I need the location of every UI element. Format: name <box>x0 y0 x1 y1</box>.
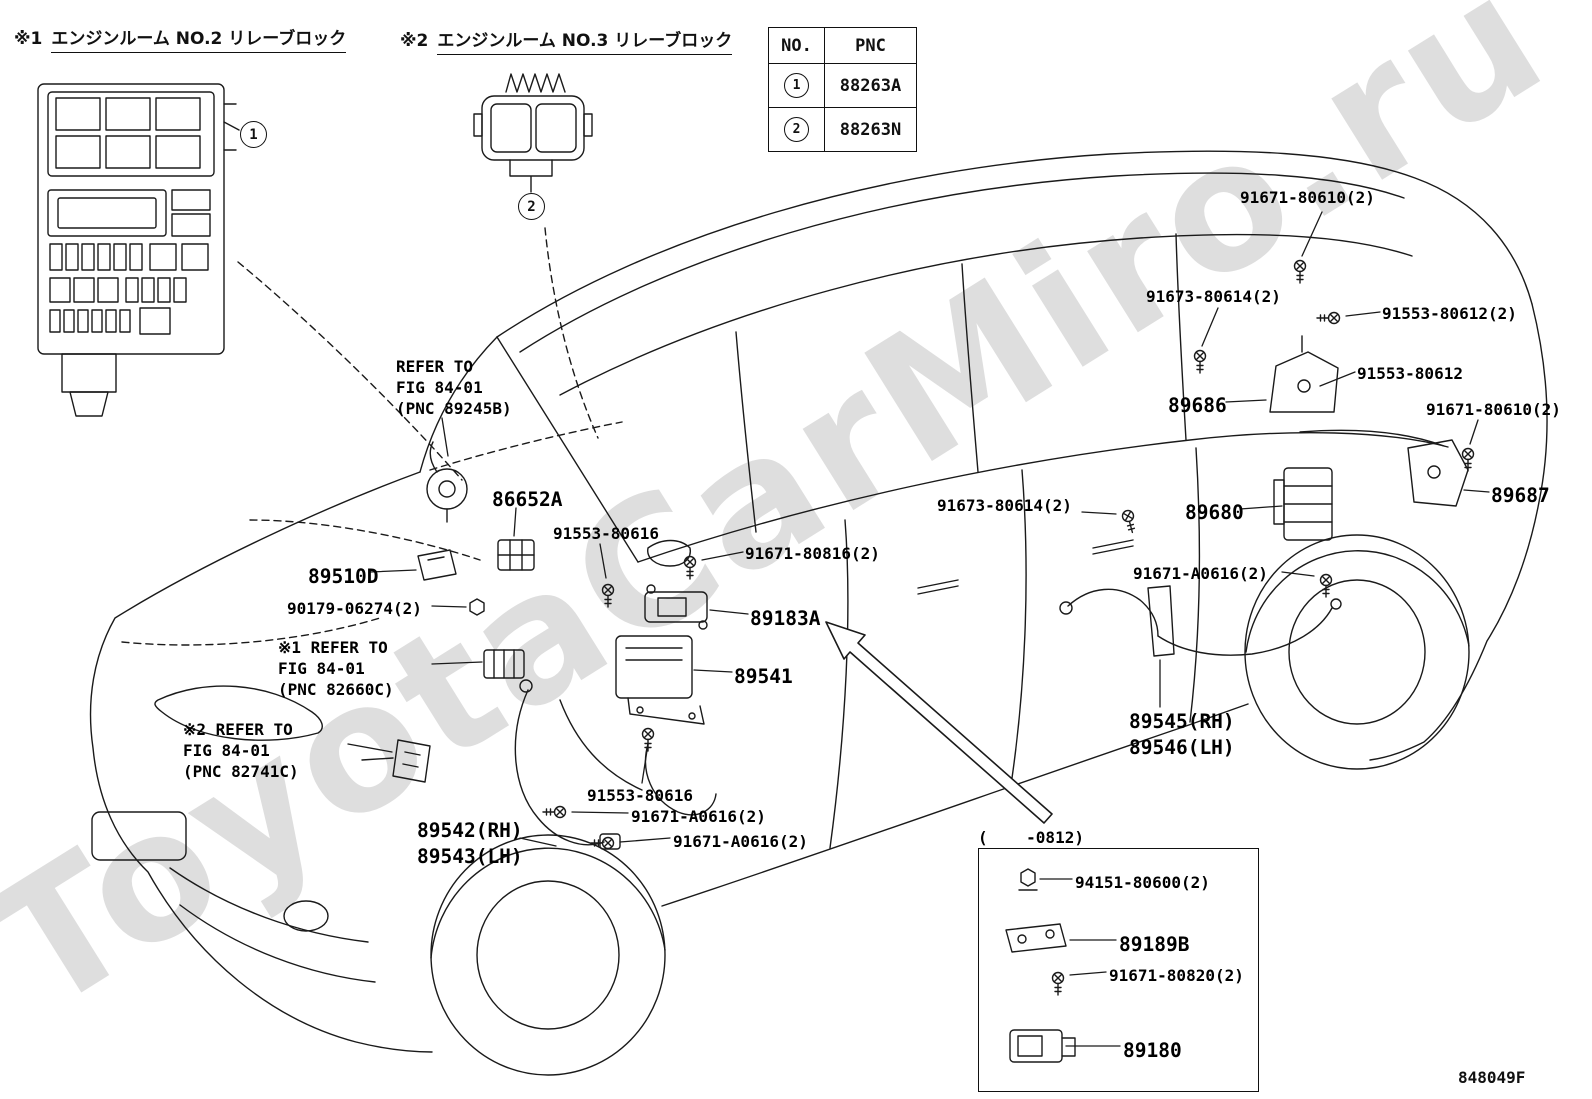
part-label: 91671-A0616(2) <box>631 807 766 826</box>
relay-block-no2-drawing <box>37 83 240 417</box>
relay-block-no3-drawing <box>473 73 593 193</box>
part-label: ※1 REFER TO FIG 84-01 (PNC 82660C) <box>278 638 394 700</box>
part-label: 94151-80600(2) <box>1075 873 1210 892</box>
part-label: 91671-80820(2) <box>1109 966 1244 985</box>
row-number-badge: 2 <box>784 117 809 142</box>
pnc-value: 88263N <box>824 107 917 152</box>
pnc-value: 88263A <box>824 63 917 108</box>
part-label: 91671-A0616(2) <box>1133 564 1268 583</box>
pnc-table: NO. PNC 1 88263A 2 88263N <box>768 27 917 152</box>
table-row: 1 88263A <box>768 63 917 108</box>
diagram-ref-1: 1 <box>240 121 267 148</box>
note-relay-block-2: ※1 エンジンルーム NO.2 リレーブロック <box>14 24 347 53</box>
note-label: エンジンルーム NO.2 リレーブロック <box>51 29 347 53</box>
direction-arrow <box>825 621 1053 824</box>
part-label: 91553-80616 <box>553 524 659 543</box>
part-label: REFER TO FIG 84-01 (PNC 89245B) <box>396 357 512 419</box>
part-label: 91671-80610(2) <box>1426 400 1561 419</box>
note-prefix: ※1 <box>14 29 43 49</box>
part-label: 86652A <box>492 488 563 511</box>
part-label: 89180 <box>1123 1039 1182 1062</box>
part-label: 91553-80612(2) <box>1382 304 1517 323</box>
car-outline <box>89 150 1548 1076</box>
note-relay-block-3: ※2 エンジンルーム NO.3 リレーブロック <box>400 26 733 55</box>
pnc-table-col-pnc: PNC <box>824 27 917 64</box>
diagram-ref-2: 2 <box>518 193 545 220</box>
part-label: 91553-80612 <box>1357 364 1463 383</box>
part-label: 89687 <box>1491 484 1550 507</box>
note-prefix: ※2 <box>400 31 429 51</box>
part-label: ※2 REFER TO FIG 84-01 (PNC 82741C) <box>183 720 299 782</box>
note-label: エンジンルーム NO.3 リレーブロック <box>437 31 733 55</box>
part-label: 89510D <box>308 565 379 588</box>
table-row: 2 88263N <box>768 107 917 152</box>
row-number-badge: 1 <box>784 73 809 98</box>
part-label: ( -0812) <box>978 828 1084 847</box>
part-drawings <box>361 335 1469 1063</box>
pnc-table-header: NO. PNC <box>768 27 917 64</box>
part-label: 89545(RH) 89546(LH) <box>1129 710 1235 759</box>
part-label: 89189B <box>1119 933 1190 956</box>
part-label: 91671-80816(2) <box>745 544 880 563</box>
inset-box <box>978 848 1259 1092</box>
figure-code: 848049F <box>1458 1068 1526 1087</box>
part-label: 90179-06274(2) <box>287 599 422 618</box>
part-label: 89686 <box>1168 394 1227 417</box>
part-label: 89542(RH) 89543(LH) <box>417 819 523 868</box>
construction-lines <box>121 227 623 646</box>
leader-lines <box>347 211 1490 1047</box>
part-label: 91671-80610(2) <box>1240 188 1375 207</box>
part-label: 91673-80614(2) <box>937 496 1072 515</box>
part-label: 91553-80616 <box>587 786 693 805</box>
part-label: 91671-A0616(2) <box>673 832 808 851</box>
part-label: 89541 <box>734 665 793 688</box>
part-label: 89680 <box>1185 501 1244 524</box>
part-label: 91673-80614(2) <box>1146 287 1281 306</box>
part-label: 89183A <box>750 607 821 630</box>
